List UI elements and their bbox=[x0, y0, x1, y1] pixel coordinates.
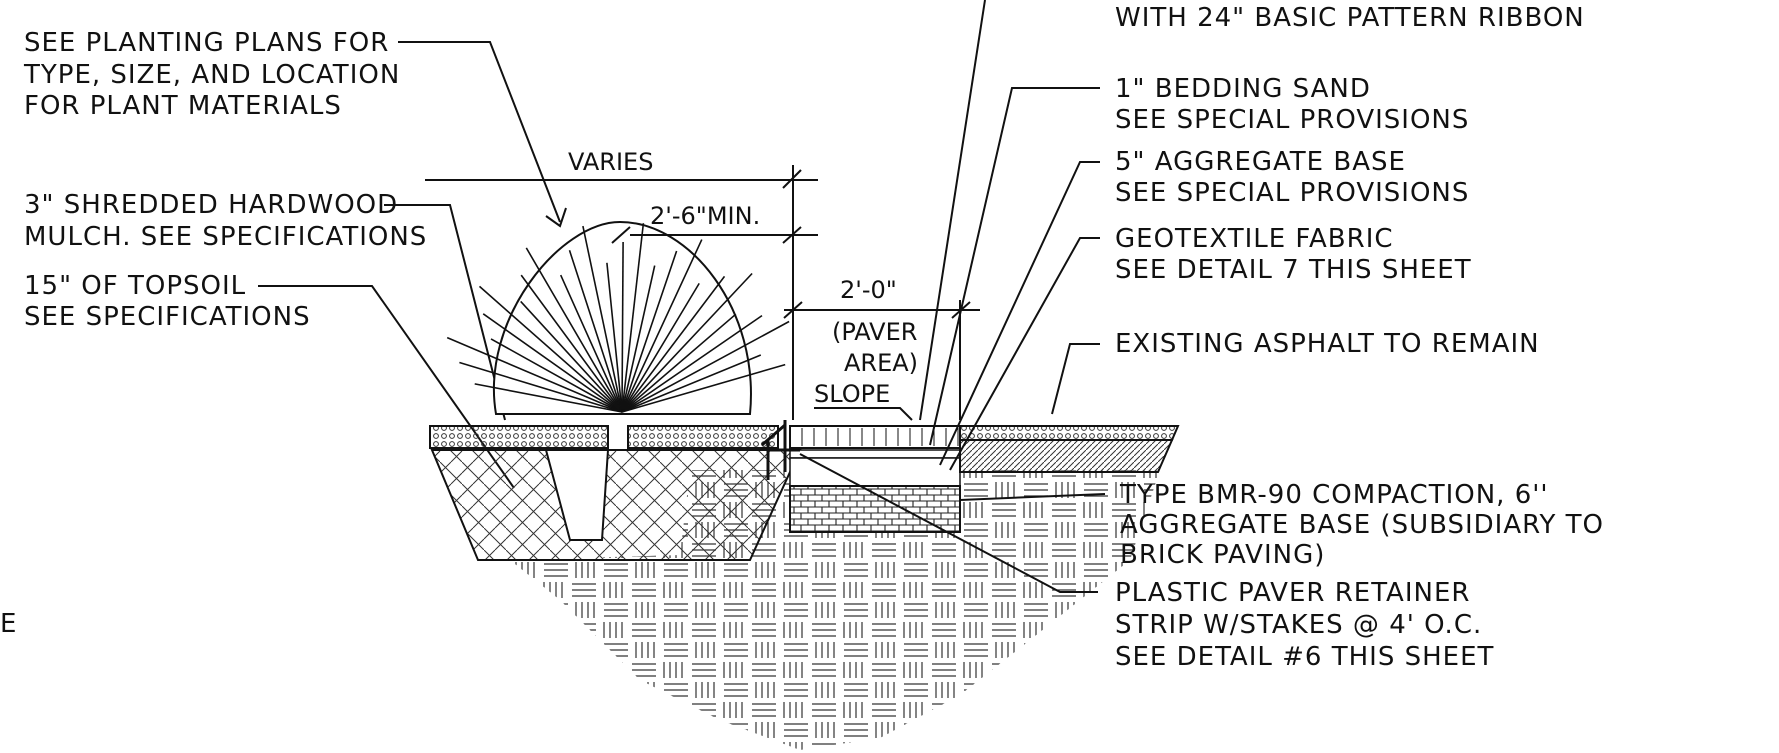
shrub-branch bbox=[525, 247, 623, 413]
shrub-plant bbox=[446, 220, 790, 415]
leader-aggregate-base bbox=[939, 161, 1100, 466]
shrub-branch bbox=[446, 336, 623, 413]
svg-text:SEE SPECIFICATIONS: SEE SPECIFICATIONS bbox=[24, 302, 311, 332]
note-geotextile: GEOTEXTILE FABRIC SEE DETAIL 7 THIS SHEE… bbox=[949, 224, 1472, 471]
shrub-branch bbox=[621, 363, 786, 413]
shrub-branch bbox=[621, 223, 645, 413]
leader-geotextile bbox=[949, 237, 1100, 471]
svg-text:PLASTIC PAVER RETAINER: PLASTIC PAVER RETAINER bbox=[1115, 578, 1470, 608]
svg-text:SLOPE: SLOPE bbox=[814, 380, 890, 408]
shrub-branch bbox=[621, 282, 700, 413]
svg-text:WITH 24" BASIC PATTERN RIBBON: WITH 24" BASIC PATTERN RIBBON bbox=[1115, 3, 1585, 33]
svg-text:TYPE BMR-90 COMPACTION, 6'': TYPE BMR-90 COMPACTION, 6'' bbox=[1119, 480, 1549, 510]
shrub-branch bbox=[621, 239, 703, 413]
shrub-branch bbox=[621, 275, 726, 413]
shrub-branch bbox=[621, 320, 790, 413]
shrub-branch bbox=[459, 361, 623, 413]
note-planting-plans: SEE PLANTING PLANS FOR TYPE, SIZE, AND L… bbox=[23, 28, 567, 228]
svg-text:EXISTING ASPHALT TO REMAIN: EXISTING ASPHALT TO REMAIN bbox=[1115, 329, 1540, 359]
svg-text:3" SHREDDED HARDWOOD: 3" SHREDDED HARDWOOD bbox=[24, 190, 398, 220]
slope-arrow bbox=[814, 407, 913, 421]
svg-text:2'-0": 2'-0" bbox=[840, 276, 897, 304]
svg-text:(PAVER: (PAVER bbox=[832, 318, 917, 346]
paver-retainer-strip bbox=[761, 420, 800, 472]
note-mulch: 3" SHREDDED HARDWOOD MULCH. SEE SPECIFIC… bbox=[24, 190, 506, 421]
leader-topsoil bbox=[258, 285, 515, 489]
shrub-branch bbox=[478, 285, 623, 413]
shrub-branch bbox=[559, 274, 623, 413]
shrub-branch bbox=[621, 250, 678, 413]
svg-text:STRIP W/STAKES @ 4' O.C.: STRIP W/STAKES @ 4' O.C. bbox=[1115, 610, 1482, 640]
svg-text:TYPE, SIZE, AND LOCATION: TYPE, SIZE, AND LOCATION bbox=[23, 60, 400, 90]
paver-section bbox=[761, 420, 961, 533]
leader-bmr90 bbox=[959, 493, 1106, 501]
svg-text:15" OF TOPSOIL: 15" OF TOPSOIL bbox=[24, 271, 246, 301]
topsoil-trench bbox=[430, 449, 802, 561]
mulch-layer bbox=[429, 425, 779, 449]
svg-text:1" BEDDING SAND: 1" BEDDING SAND bbox=[1115, 74, 1371, 104]
bedding-sand-layer bbox=[789, 449, 961, 459]
leader-bedding-sand bbox=[929, 87, 1100, 446]
svg-text:SEE DETAIL 7 THIS SHEET: SEE DETAIL 7 THIS SHEET bbox=[1115, 255, 1472, 285]
shrub-branch bbox=[520, 300, 623, 413]
svg-text:FOR PLANT MATERIALS: FOR PLANT MATERIALS bbox=[24, 91, 342, 121]
shrub-branch bbox=[582, 225, 623, 413]
leader-ribbon bbox=[919, 0, 986, 421]
leader-arrowhead bbox=[545, 207, 567, 228]
shrub-branch bbox=[490, 338, 623, 413]
shrub-branch bbox=[520, 274, 623, 413]
shrub-branch bbox=[621, 241, 624, 413]
svg-text:SEE PLANTING PLANS FOR: SEE PLANTING PLANS FOR bbox=[24, 28, 389, 58]
note-topsoil: 15" OF TOPSOIL SEE SPECIFICATIONS bbox=[24, 271, 515, 489]
shrub-branch bbox=[568, 250, 623, 413]
svg-text:BRICK PAVING): BRICK PAVING) bbox=[1120, 540, 1325, 570]
existing-asphalt bbox=[959, 425, 1180, 473]
edge-fragment-text: E bbox=[0, 609, 17, 639]
svg-text:AGGREGATE BASE (SUBSIDIARY TO: AGGREGATE BASE (SUBSIDIARY TO bbox=[1120, 510, 1604, 540]
svg-text:SEE SPECIAL PROVISIONS: SEE SPECIAL PROVISIONS bbox=[1115, 105, 1469, 135]
leader-planting bbox=[398, 41, 561, 223]
shrub-branch bbox=[621, 265, 656, 413]
subgrade-earth bbox=[510, 470, 1160, 750]
note-aggregate-base: 5" AGGREGATE BASE SEE SPECIAL PROVISIONS bbox=[939, 147, 1469, 466]
leader-mulch bbox=[384, 204, 506, 421]
svg-text:MULCH. SEE SPECIFICATIONS: MULCH. SEE SPECIFICATIONS bbox=[24, 222, 427, 252]
svg-text:SEE SPECIAL PROVISIONS: SEE SPECIAL PROVISIONS bbox=[1115, 178, 1469, 208]
svg-text:AREA): AREA) bbox=[844, 349, 918, 377]
note-bedding-sand: 1" BEDDING SAND SEE SPECIAL PROVISIONS bbox=[929, 74, 1469, 446]
svg-text:SEE DETAIL #6 THIS SHEET: SEE DETAIL #6 THIS SHEET bbox=[1115, 642, 1494, 672]
shrub-branch bbox=[621, 272, 753, 413]
shrub-branch bbox=[621, 313, 737, 413]
svg-text:5" AGGREGATE BASE: 5" AGGREGATE BASE bbox=[1115, 147, 1406, 177]
shrub-branch bbox=[621, 314, 763, 413]
shrub-branch bbox=[474, 383, 623, 413]
svg-text:GEOTEXTILE FABRIC: GEOTEXTILE FABRIC bbox=[1115, 224, 1394, 254]
shrub-branch bbox=[606, 262, 623, 413]
dimension-paver-width: 2'-0" (PAVER AREA) SLOPE bbox=[783, 276, 980, 421]
note-paver-retainer: PLASTIC PAVER RETAINER STRIP W/STAKES @ … bbox=[799, 453, 1494, 672]
leader-asphalt bbox=[1051, 343, 1100, 415]
svg-text:VARIES: VARIES bbox=[568, 148, 653, 176]
dimension-varies: VARIES bbox=[425, 148, 818, 189]
note-existing-asphalt: EXISTING ASPHALT TO REMAIN bbox=[1051, 329, 1540, 415]
leader-retainer bbox=[799, 453, 1098, 593]
note-bmr90-base: TYPE BMR-90 COMPACTION, 6'' AGGREGATE BA… bbox=[959, 480, 1604, 570]
shrub-branch bbox=[621, 354, 762, 413]
note-basic-pattern-ribbon: WITH 24" BASIC PATTERN RIBBON bbox=[919, 0, 1585, 421]
svg-text:2'-6"MIN.: 2'-6"MIN. bbox=[650, 202, 760, 230]
shrub-branch bbox=[482, 313, 623, 413]
